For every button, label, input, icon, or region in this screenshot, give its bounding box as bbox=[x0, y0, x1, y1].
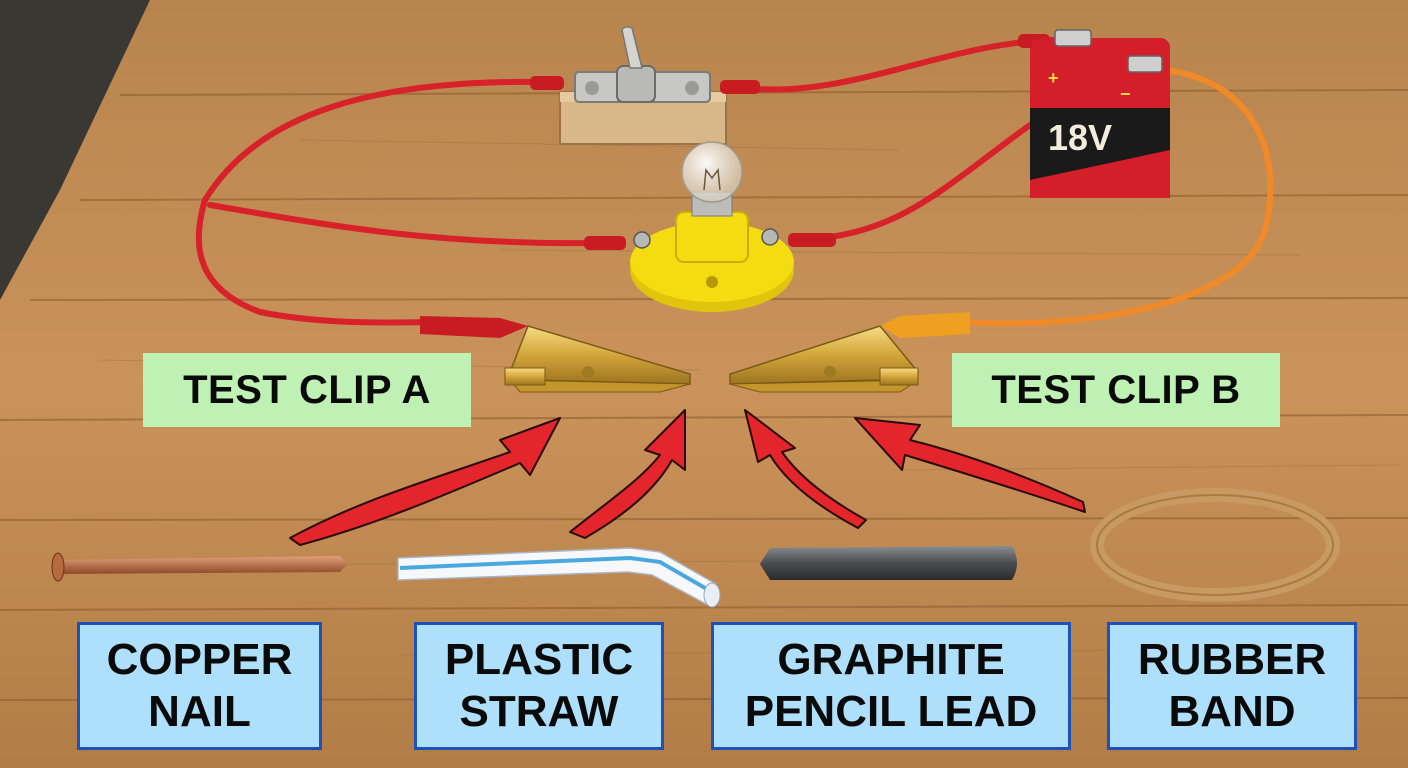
orange-wire bbox=[880, 67, 1274, 338]
test-clip-b-label: TEST CLIP B bbox=[952, 353, 1280, 427]
arrow-copper-to-clip-a bbox=[289, 417, 561, 546]
rubber-band-label-line1: RUBBER bbox=[1137, 635, 1327, 684]
test-clip-a-label: TEST CLIP A bbox=[143, 353, 471, 427]
light-bulb bbox=[630, 141, 794, 312]
arrow-graphite-to-clip-b bbox=[744, 409, 867, 529]
battery-18v: + − 18V bbox=[1030, 29, 1170, 198]
plastic-straw-label: PLASTIC STRAW bbox=[414, 622, 664, 750]
graphite-pencil-lead-label-line1: GRAPHITE bbox=[777, 635, 1005, 684]
rubber-band-label-line2: BAND bbox=[1168, 687, 1296, 736]
battery-minus-sign: − bbox=[1120, 84, 1131, 104]
alligator-clip-a bbox=[504, 325, 691, 393]
battery-plus-sign: + bbox=[1048, 68, 1059, 88]
rubber-band bbox=[1090, 488, 1340, 602]
rubber-band-label: RUBBER BAND bbox=[1107, 622, 1357, 750]
copper-nail bbox=[51, 552, 348, 582]
graphite-pencil-lead-label: GRAPHITE PENCIL LEAD bbox=[711, 622, 1071, 750]
arrows bbox=[289, 409, 1086, 546]
arrow-rubber-to-clip-b bbox=[854, 417, 1086, 513]
plastic-straw-label-line2: STRAW bbox=[459, 687, 619, 736]
battery-voltage-label: 18V bbox=[1048, 117, 1112, 158]
copper-nail-label-line1: COPPER bbox=[106, 635, 293, 684]
copper-nail-label-line2: NAIL bbox=[148, 687, 251, 736]
arrow-straw-to-clip-a bbox=[569, 409, 686, 539]
graphite-pencil-lead-label-line2: PENCIL LEAD bbox=[744, 687, 1038, 736]
plastic-straw-label-line1: PLASTIC bbox=[444, 635, 634, 684]
graphite-pencil-lead bbox=[760, 546, 1017, 580]
plastic-straw bbox=[397, 547, 721, 608]
copper-nail-label: COPPER NAIL bbox=[77, 622, 322, 750]
toggle-switch bbox=[559, 26, 727, 145]
alligator-clip-b bbox=[729, 325, 920, 393]
